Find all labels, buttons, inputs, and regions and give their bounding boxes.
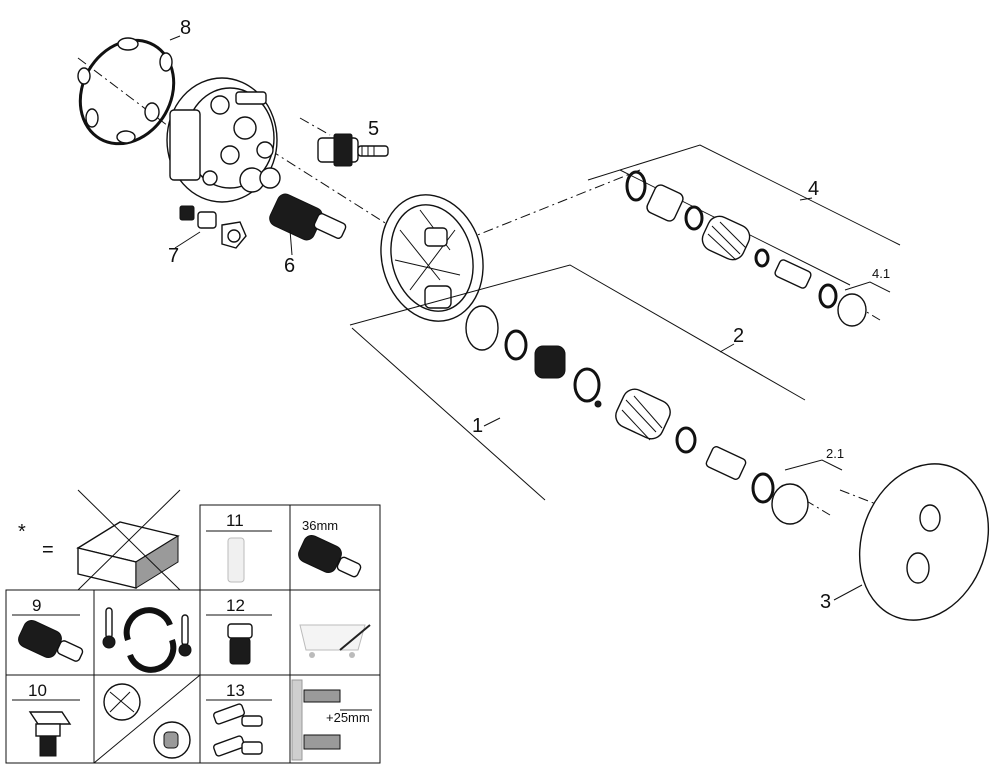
round-handle-icons [103, 683, 191, 759]
callout-2-1: 2.1 [826, 446, 844, 461]
legend-asterisk: * [18, 521, 26, 543]
callout-4: 4 [808, 178, 819, 200]
callout-1: 1 [472, 415, 483, 437]
legend-equals: = [42, 539, 54, 561]
callout-6: 6 [284, 255, 295, 277]
legend-size-36mm: 36mm [302, 518, 338, 533]
callout-5: 5 [368, 118, 379, 140]
part-3-escutcheon [858, 463, 990, 621]
legend-cell-13-number: 13 [226, 681, 245, 700]
callout-7: 7 [168, 245, 179, 267]
crossed-box-icon [76, 489, 181, 591]
legend-plus-25mm: +25mm [326, 710, 370, 725]
legend-cell-10-number: 10 [28, 681, 47, 700]
extension-sleeve-icon [227, 537, 245, 583]
cartridge-icon [18, 619, 84, 662]
part-6-thermostatic-cartridge [269, 193, 347, 256]
part-5-diverter-cartridge [317, 133, 389, 167]
bathtub-icon [299, 624, 371, 658]
extension-set-icon [212, 703, 263, 757]
part-8-seal-ring [77, 37, 176, 146]
callout-8: 8 [180, 17, 191, 39]
callout-3: 3 [820, 591, 831, 613]
cartridge-36mm-icon [298, 534, 362, 578]
mounting-body [166, 77, 281, 203]
callout-2: 2 [733, 325, 744, 347]
legend-cell-12-number: 12 [226, 596, 245, 615]
callout-4-1: 4.1 [872, 266, 890, 281]
part-7-check-valves [174, 205, 247, 249]
mounting-plate [380, 194, 484, 322]
legend-cell-11-number: 11 [226, 511, 244, 530]
legend-cell-9-number: 9 [32, 596, 41, 615]
thermometer-cycle-icon [102, 607, 192, 673]
wall-extension-icon [291, 679, 372, 761]
part-1-2-handle-assembly [349, 264, 809, 525]
info-legend: * = 11 36mm 9 [5, 489, 381, 764]
part-4-handle-assembly [587, 144, 901, 327]
adapter-icon [28, 711, 72, 757]
valve-insert-icon [227, 623, 253, 665]
